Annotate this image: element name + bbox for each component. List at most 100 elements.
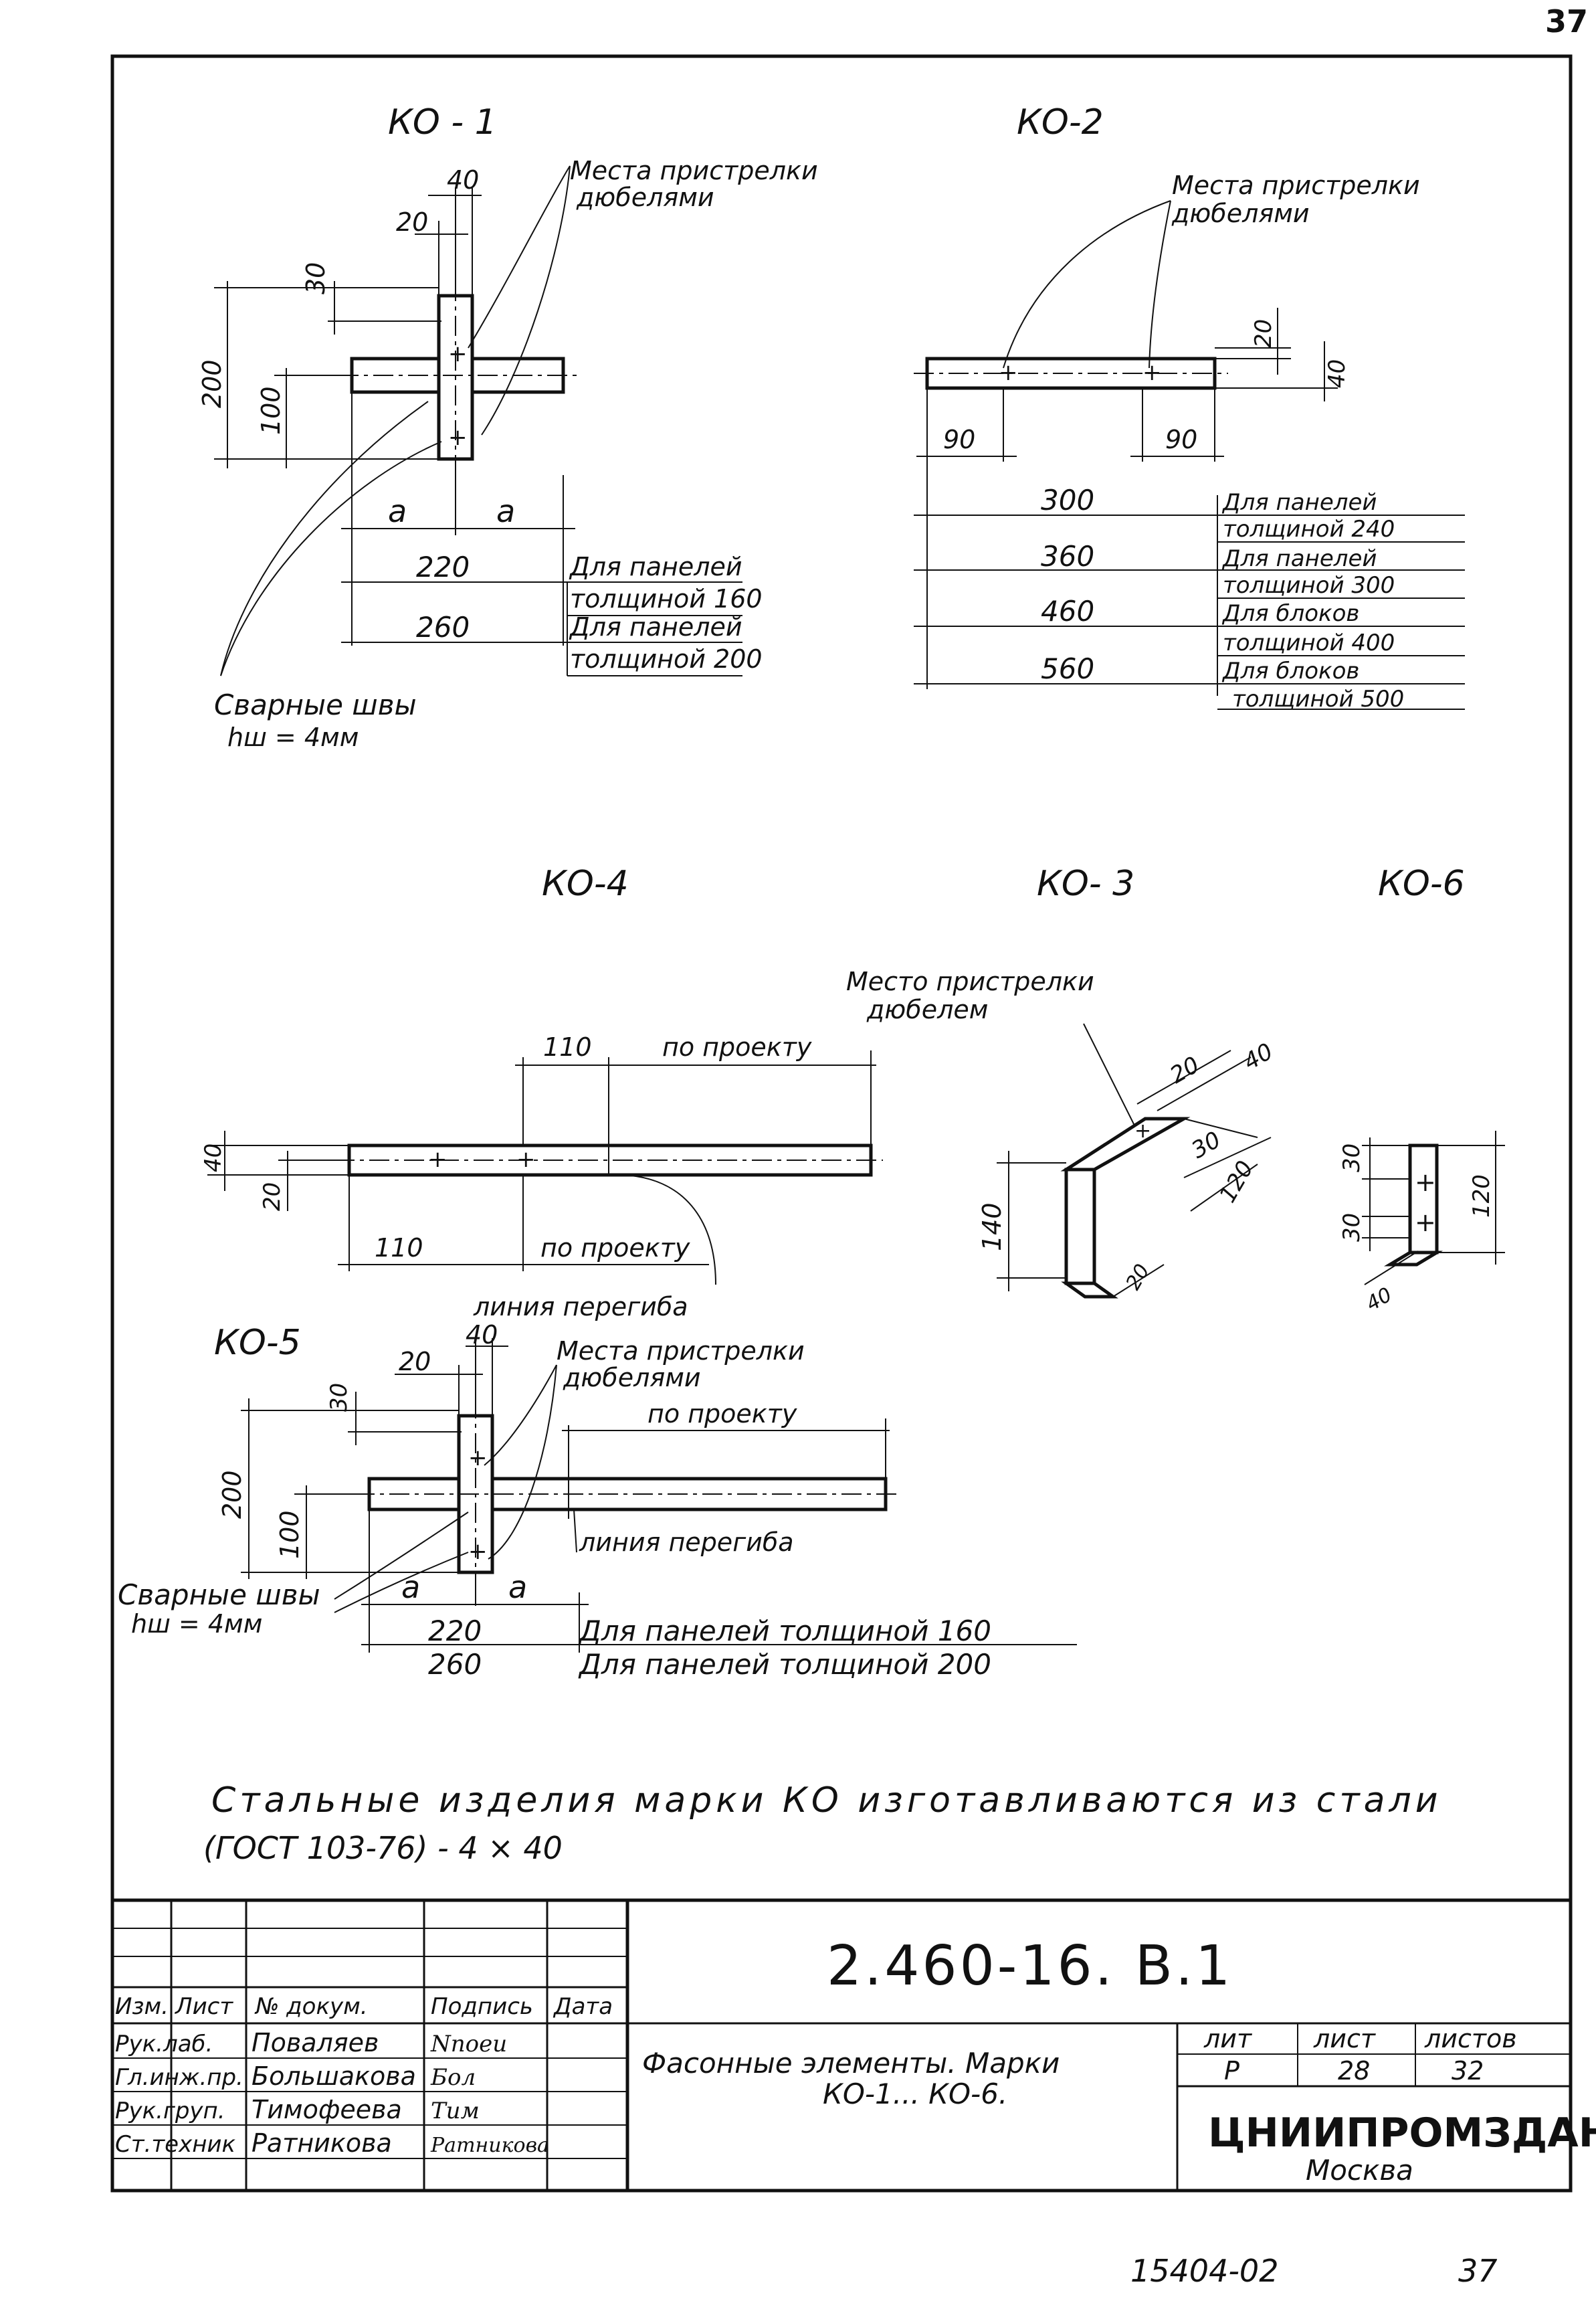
svg-text:+: + [1134,1119,1151,1143]
ko3-dim-30: 30 [1187,1127,1225,1164]
ko2-note-row2: Для панелей [1221,545,1377,572]
ko3-foot [1061,1281,1118,1299]
ko1-drawing: КО - 1 ++ 40 20 30 200 100 a a 220 Для п… [197,102,818,752]
ko1-note-shots-l1: Места пристрелки [570,156,818,185]
col-header-izm: Изм. [115,1993,169,2020]
ko5-dim-100: 100 [275,1510,304,1559]
ko2-note-shots-l1: Места пристрелки [1172,171,1420,200]
material-note: Стальные изделия марки КО изготавливаютс… [203,1780,1442,1866]
ko1-dim-100: 100 [256,386,286,435]
ko5-title: КО-5 [214,1323,301,1363]
ko5-note-220: Для панелей толщиной 160 [578,1615,991,1647]
ko5-welds-l1: Сварные швы [118,1578,320,1611]
name-3: Ратникова [252,2128,392,2158]
col-header-doc: № докум. [254,1993,368,2020]
ko5-dim-20: 20 [399,1347,431,1376]
ko5-dim-a2: a [508,1569,527,1605]
ko1-note-shots-l2: дюбелями [576,183,714,212]
ko5-by-project: по проекту [647,1399,797,1428]
sheets-value: 32 [1452,2056,1484,2086]
doc-title-l1: Фасонные элементы. Марки [642,2047,1060,2080]
ko2-note-row6: Для блоков [1221,658,1359,684]
ko2-dim-40: 40 [1324,359,1351,388]
ko3-dim-40: 40 [1239,1038,1278,1076]
ko2-dim-90b: 90 [1165,425,1197,454]
ko1-dim-20: 20 [396,207,428,237]
ko2-dim-row3: 460 [1041,595,1094,628]
ko1-dim-a2: a [496,493,515,529]
material-note-l1: Стальные изделия марки КО изготавливаютс… [211,1780,1442,1821]
ko6-dim-30a: 30 [1338,1143,1365,1172]
col-header-list: Лист [174,1993,233,2020]
ko5-note-260: Для панелей толщиной 200 [578,1648,991,1681]
ko3-dim-20: 20 [1166,1052,1204,1089]
ko5-dim-260: 260 [428,1648,482,1681]
ko5-dim-220: 220 [428,1615,482,1647]
sign-1: Бол [430,2064,476,2091]
ko1-dim-30: 30 [301,262,330,294]
svg-text:+: + [468,1538,488,1565]
doc-code: 2.460-16. В.1 [827,1934,1233,1998]
ko2-note-shots-l2: дюбелями [1171,199,1310,228]
sheet-label: лист [1313,2024,1377,2053]
name-1: Большакова [252,2061,416,2091]
name-2: Тимофеева [252,2095,402,2124]
ko2-dim-20: 20 [1250,319,1277,348]
ko1-note-260-l2: толщиной 200 [570,644,763,674]
ko1-welds-l2: hш = 4мм [227,723,359,752]
ko5-note-shots-l1: Места пристрелки [557,1336,805,1366]
svg-text:+: + [448,341,468,367]
ko1-dim-40: 40 [447,165,479,195]
ko2-note-row0: Для панелей [1221,489,1377,516]
ko2-dim-90a: 90 [943,425,975,454]
svg-text:+: + [428,1146,447,1173]
lit-value: Р [1224,2056,1239,2086]
lit-label: лит [1203,2024,1253,2053]
svg-text:+: + [1415,1168,1436,1197]
ko5-bend-line: линия перегиба [579,1528,794,1557]
ko2-note-row7: толщиной 500 [1232,686,1404,713]
ko1-welds-l1: Сварные швы [214,688,417,721]
svg-text:+: + [468,1445,488,1471]
ko3-dim-140: 140 [977,1202,1007,1251]
name-0: Поваляев [252,2028,379,2057]
ko2-dim-row5: 560 [1041,652,1094,685]
ko2-drawing: КО-2 ++ Места пристрелки дюбелями 20 40 … [914,102,1465,713]
material-note-l2: (ГОСТ 103-76) - 4 × 40 [203,1830,563,1866]
ko4-title: КО-4 [542,864,629,904]
ko5-drawing: КО-5 ++ 40 20 30 200 100 Места пристрелк… [118,1320,1077,1681]
sign-3: Ратникова [430,2134,549,2157]
doc-title-l2: КО-1... КО-6. [823,2078,1007,2110]
ko4-bend-line: линия перегиба [473,1292,688,1321]
ko3-top-flange [1060,1117,1191,1172]
ko1-dim-220: 220 [416,551,470,583]
ko5-dim-a1: a [401,1569,420,1605]
ko3-dim-120: 120 [1214,1156,1259,1207]
footer-num: 37 [1458,2253,1498,2289]
title-block: Изм. Лист № докум. Подпись Дата Рук.лаб.… [112,1898,1596,2191]
ko6-dim-120: 120 [1468,1174,1495,1218]
ko3-title: КО- 3 [1037,864,1134,904]
ko3-vertical-leg [1064,1168,1096,1285]
ko2-note-row1: толщиной 240 [1223,516,1395,543]
svg-text:+: + [448,424,468,451]
ko6-dim-40: 40 [1363,1283,1397,1316]
col-header-sign: Подпись [431,1993,533,2020]
ko2-dim-row0: 300 [1041,484,1094,517]
ko6-drawing: КО-6 + + 30 30 120 40 [1338,864,1505,1316]
role-3: Ст.техник [115,2131,236,2158]
ko5-note-shots-l2: дюбелями [563,1363,701,1392]
ko4-strip [347,1143,873,1177]
svg-text:+: + [516,1146,536,1173]
col-header-date: Дата [553,1993,613,2020]
ko4-dim-110b: 110 [375,1233,423,1263]
sheets-label: листов [1424,2024,1517,2053]
ko2-note-row4: Для блоков [1221,600,1359,627]
ko1-dim-260: 260 [416,611,470,644]
ko5-welds-l2: hш = 4мм [131,1609,262,1639]
sheet-value: 28 [1338,2056,1370,2086]
ko1-note-260-l1: Для панелей [569,612,742,642]
ko1-note-220-l2: толщиной 160 [570,584,763,614]
